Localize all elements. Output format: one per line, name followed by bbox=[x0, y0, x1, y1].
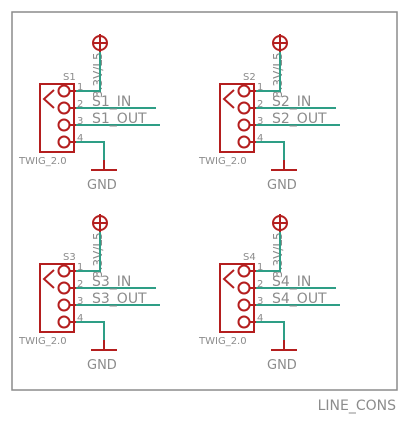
pin-2-circle bbox=[57, 101, 71, 115]
pin-2-circle bbox=[237, 101, 251, 115]
pin-1-number: 1 bbox=[77, 82, 83, 93]
connector-body bbox=[39, 83, 75, 153]
reference-designator: S4 bbox=[243, 252, 256, 263]
pin-4-circle bbox=[57, 315, 71, 329]
pin-2-number: 2 bbox=[77, 279, 83, 290]
wire-gnd bbox=[76, 141, 105, 162]
pin-2-circle bbox=[57, 281, 71, 295]
pin-1-number: 1 bbox=[257, 82, 263, 93]
pin-4-circle bbox=[237, 135, 251, 149]
power-net-label: 3.3V/L5 bbox=[91, 52, 105, 98]
pin-4-number: 4 bbox=[77, 313, 83, 324]
gnd-net-label: GND bbox=[87, 358, 117, 373]
in-net-label: S1_IN bbox=[92, 94, 131, 110]
wire-gnd bbox=[256, 321, 285, 342]
gnd-net-label: GND bbox=[87, 178, 117, 193]
pin-3-circle bbox=[57, 118, 71, 132]
pin-3-circle bbox=[237, 118, 251, 132]
connector-key-icon bbox=[222, 89, 235, 109]
pin-1-circle bbox=[57, 84, 71, 98]
reference-designator: S2 bbox=[243, 72, 256, 83]
connector-body bbox=[39, 263, 75, 333]
connector-body bbox=[219, 83, 255, 153]
power-net-label: 3.3V/L5 bbox=[271, 52, 285, 98]
out-net-label: S1_OUT bbox=[92, 111, 147, 127]
pin-2-number: 2 bbox=[77, 99, 83, 110]
connector-key-icon bbox=[42, 89, 55, 109]
in-net-label: S4_IN bbox=[272, 274, 311, 290]
pin-1-circle bbox=[237, 84, 251, 98]
pin-2-circle bbox=[237, 281, 251, 295]
sheet-frame bbox=[11, 11, 398, 391]
part-value-label: TWIG_2.0 bbox=[198, 156, 247, 167]
pin-1-number: 1 bbox=[77, 262, 83, 273]
pin-3-circle bbox=[237, 298, 251, 312]
wire-power bbox=[76, 232, 101, 272]
sheet-title: LINE_CONS bbox=[318, 398, 397, 414]
gnd-net-label: GND bbox=[267, 358, 297, 373]
connector-key-icon bbox=[42, 269, 55, 289]
pin-3-number: 3 bbox=[77, 116, 83, 127]
power-net-label: 3.3V/L5 bbox=[271, 232, 285, 278]
connector-body bbox=[219, 263, 255, 333]
pin-3-number: 3 bbox=[257, 296, 263, 307]
pin-3-number: 3 bbox=[257, 116, 263, 127]
pin-2-number: 2 bbox=[257, 279, 263, 290]
pin-1-number: 1 bbox=[257, 262, 263, 273]
pin-4-number: 4 bbox=[77, 133, 83, 144]
in-net-label: S3_IN bbox=[92, 274, 131, 290]
part-value-label: TWIG_2.0 bbox=[198, 336, 247, 347]
out-net-label: S3_OUT bbox=[92, 291, 147, 307]
reference-designator: S3 bbox=[63, 252, 76, 263]
wire-gnd bbox=[76, 321, 105, 342]
pin-3-number: 3 bbox=[77, 296, 83, 307]
connector-key-icon bbox=[222, 269, 235, 289]
wire-gnd bbox=[256, 141, 285, 162]
pin-4-circle bbox=[57, 135, 71, 149]
pin-1-circle bbox=[57, 264, 71, 278]
pin-2-number: 2 bbox=[257, 99, 263, 110]
wire-power bbox=[256, 52, 281, 92]
out-net-label: S4_OUT bbox=[272, 291, 327, 307]
pin-4-circle bbox=[237, 315, 251, 329]
part-value-label: TWIG_2.0 bbox=[18, 156, 67, 167]
pin-1-circle bbox=[237, 264, 251, 278]
pin-4-number: 4 bbox=[257, 313, 263, 324]
pin-3-circle bbox=[57, 298, 71, 312]
in-net-label: S2_IN bbox=[272, 94, 311, 110]
reference-designator: S1 bbox=[63, 72, 76, 83]
pin-4-number: 4 bbox=[257, 133, 263, 144]
wire-power bbox=[256, 232, 281, 272]
wire-power bbox=[76, 52, 101, 92]
part-value-label: TWIG_2.0 bbox=[18, 336, 67, 347]
power-net-label: 3.3V/L5 bbox=[91, 232, 105, 278]
out-net-label: S2_OUT bbox=[272, 111, 327, 127]
gnd-net-label: GND bbox=[267, 178, 297, 193]
